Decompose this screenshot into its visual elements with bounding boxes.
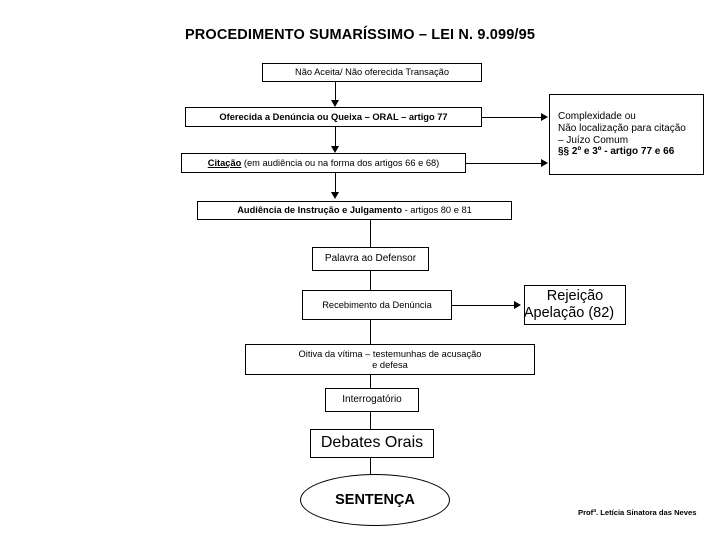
node-citacao: Citação (em audiência ou na forma dos ar… xyxy=(181,153,466,173)
connector-recebimento-to-rejeicao xyxy=(452,305,517,306)
node-complexidade-line-1: Complexidade ou xyxy=(558,110,636,122)
node-audiencia-label-emphasis: Audiência de Instrução e Julgamento xyxy=(237,205,403,216)
connector-citacao-to-complexidade xyxy=(466,163,544,164)
connector-palavra-to-recebimento xyxy=(370,271,371,291)
node-sentenca-label: SENTENÇA xyxy=(335,492,415,508)
arrowhead-to-citacao xyxy=(330,146,339,153)
arrowhead-oferecida-to-complexidade xyxy=(541,112,548,121)
node-palavra-ao-defensor: Palavra ao Defensor xyxy=(312,247,429,271)
node-audiencia-instrucao-julgamento: Audiência de Instrução e Julgamento - ar… xyxy=(197,201,512,220)
footer-credit: Profª. Letícia Sinatora das Neves xyxy=(578,508,696,517)
node-citacao-label-emphasis: Citação xyxy=(207,157,242,168)
connector-audiencia-to-palavra xyxy=(370,220,371,248)
node-interrogatorio-label: Interrogatório xyxy=(342,394,402,406)
connector-recebimento-to-oitiva xyxy=(370,320,371,345)
node-complexidade-line-2: Não localização para citação xyxy=(558,122,686,134)
connector-interrogatorio-to-debates xyxy=(370,412,371,429)
node-nao-aceita-transacao: Não Aceita/ Não oferecida Transação xyxy=(262,63,482,82)
page-title: PROCEDIMENTO SUMARÍSSIMO – LEI N. 9.099/… xyxy=(184,27,536,43)
node-palavra-ao-defensor-label: Palavra ao Defensor xyxy=(324,253,417,265)
node-citacao-label: Citação (em audiência ou na forma dos ar… xyxy=(204,158,444,169)
connector-debates-to-sentenca xyxy=(370,458,371,477)
node-oitiva-line-1: Oitiva da vítima – testemunhas de acusaç… xyxy=(298,348,482,359)
node-sentenca: SENTENÇA xyxy=(300,474,450,526)
arrowhead-citacao-to-complexidade xyxy=(541,158,548,167)
node-interrogatorio: Interrogatório xyxy=(325,388,419,412)
node-nao-aceita-transacao-label: Não Aceita/ Não oferecida Transação xyxy=(294,67,449,78)
node-complexidade-line-3: – Juízo Comum xyxy=(558,134,629,146)
node-recebimento-denuncia: Recebimento da Denúncia xyxy=(302,290,452,320)
node-rejeicao-apelacao: Rejeição Apelação (82) xyxy=(524,285,626,325)
arrowhead-recebimento-to-rejeicao xyxy=(514,300,521,309)
node-citacao-label-rest: (em audiência ou na forma dos artigos 66… xyxy=(241,157,440,168)
node-rejeicao-line-1: Rejeição xyxy=(546,287,604,304)
node-rejeicao-line-2: Apelação (82) xyxy=(523,305,615,321)
node-debates-orais: Debates Orais xyxy=(310,429,434,458)
connector-oitiva-to-interrogatorio xyxy=(370,375,371,389)
arrowhead-to-audiencia xyxy=(330,192,339,199)
node-oferecida-denuncia: Oferecida a Denúncia ou Queixa – ORAL – … xyxy=(185,107,482,127)
node-debates-orais-label: Debates Orais xyxy=(320,434,424,452)
node-recebimento-denuncia-label: Recebimento da Denúncia xyxy=(322,299,432,310)
footer-credit-text: Profª. Letícia Sinatora das Neves xyxy=(578,508,697,517)
arrowhead-to-oferecida xyxy=(330,100,339,107)
connector-nao-aceita-to-oferecida xyxy=(335,82,336,102)
connector-oferecida-to-complexidade xyxy=(482,117,544,118)
node-oitiva-line-2: e defesa xyxy=(372,359,408,370)
connector-oferecida-to-citacao xyxy=(335,127,336,148)
connector-citacao-to-audiencia xyxy=(335,173,336,194)
node-complexidade-line-4: §§ 2º e 3º - artigo 77 e 66 xyxy=(558,146,675,158)
node-oferecida-denuncia-label: Oferecida a Denúncia ou Queixa – ORAL – … xyxy=(219,111,448,122)
node-complexidade: Complexidade ou Não localização para cit… xyxy=(549,94,704,175)
node-audiencia-label-rest: - artigos 80 e 81 xyxy=(402,205,472,216)
node-oitiva-vitima: Oitiva da vítima – testemunhas de acusaç… xyxy=(245,344,535,375)
